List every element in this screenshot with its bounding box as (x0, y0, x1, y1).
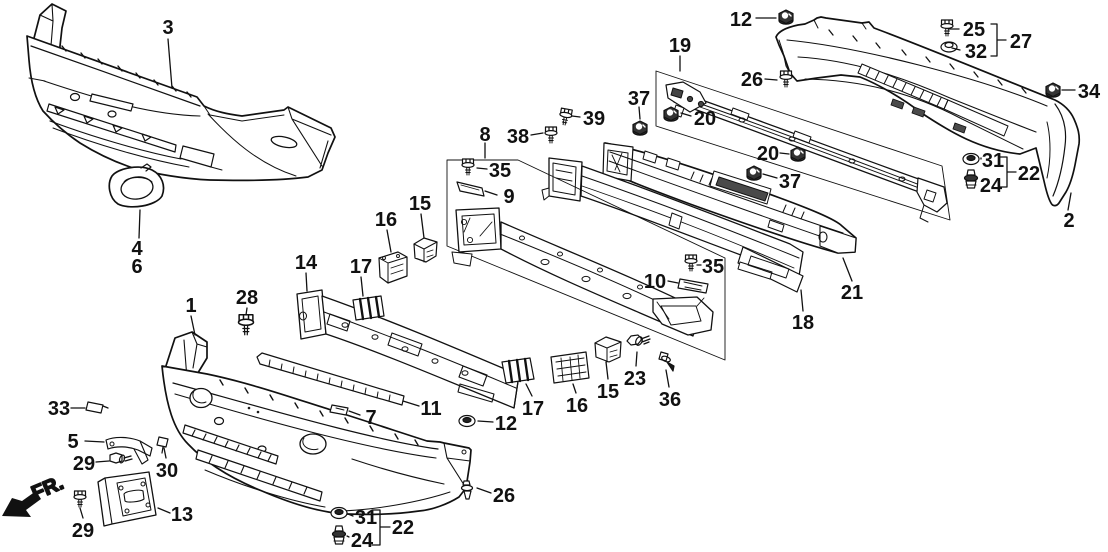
svg-text:36: 36 (659, 389, 681, 411)
svg-text:20: 20 (757, 143, 779, 165)
svg-text:26: 26 (741, 69, 763, 91)
svg-text:18: 18 (792, 312, 814, 334)
svg-text:11: 11 (420, 398, 441, 420)
svg-text:22: 22 (1018, 163, 1040, 185)
svg-text:28: 28 (236, 287, 258, 309)
svg-text:12: 12 (730, 9, 752, 31)
svg-text:16: 16 (375, 209, 397, 231)
svg-text:16: 16 (566, 395, 588, 417)
svg-text:20: 20 (694, 108, 716, 130)
svg-text:24: 24 (351, 530, 374, 552)
svg-text:29: 29 (72, 520, 94, 542)
svg-text:37: 37 (628, 88, 650, 110)
svg-text:23: 23 (624, 368, 646, 390)
svg-text:27: 27 (1010, 31, 1032, 53)
svg-text:24: 24 (980, 175, 1003, 197)
svg-text:2: 2 (1063, 210, 1074, 232)
svg-text:19: 19 (669, 35, 691, 57)
svg-text:37: 37 (779, 171, 801, 193)
svg-text:31: 31 (355, 507, 377, 529)
svg-text:5: 5 (67, 431, 78, 453)
svg-text:21: 21 (841, 282, 863, 304)
svg-text:17: 17 (522, 398, 544, 420)
svg-text:3: 3 (162, 17, 173, 39)
svg-text:29: 29 (73, 453, 95, 475)
svg-text:8: 8 (479, 124, 490, 146)
svg-text:35: 35 (489, 160, 511, 182)
svg-text:14: 14 (295, 252, 318, 274)
svg-text:31: 31 (982, 150, 1004, 172)
svg-text:25: 25 (963, 19, 985, 41)
svg-text:13: 13 (171, 504, 193, 526)
svg-text:17: 17 (350, 256, 372, 278)
svg-text:1: 1 (185, 295, 196, 317)
svg-text:15: 15 (597, 381, 619, 403)
svg-text:7: 7 (365, 407, 376, 429)
svg-text:15: 15 (409, 193, 431, 215)
svg-text:30: 30 (156, 460, 178, 482)
svg-text:12: 12 (495, 413, 517, 435)
svg-text:34: 34 (1078, 81, 1101, 103)
svg-text:32: 32 (965, 41, 987, 63)
svg-text:33: 33 (48, 398, 70, 420)
svg-text:26: 26 (493, 485, 515, 507)
svg-text:35: 35 (702, 256, 724, 278)
svg-text:22: 22 (392, 517, 414, 539)
svg-text:9: 9 (503, 186, 514, 208)
svg-text:39: 39 (583, 108, 605, 130)
svg-text:10: 10 (644, 271, 666, 293)
svg-text:6: 6 (131, 256, 142, 278)
svg-text:4: 4 (131, 238, 143, 260)
svg-text:38: 38 (507, 126, 529, 148)
